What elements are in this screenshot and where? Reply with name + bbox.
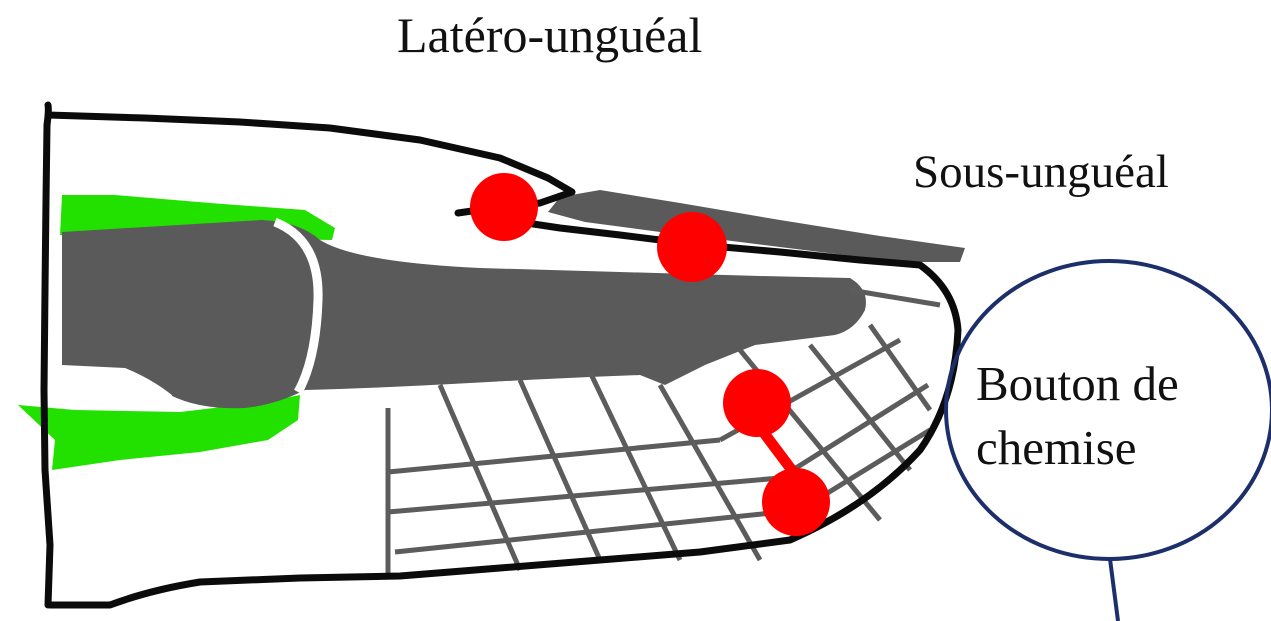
label-collar-button-line2: chemise [976,416,1271,480]
label-collar-button: Bouton de chemise [944,352,1271,479]
lesion-collar-button-upper [723,369,791,437]
lesion-lateral [470,173,538,241]
lesion-collar-button-lower [762,468,830,536]
label-lateral: Latéro-unguéal [397,10,702,60]
lesion-subungual [657,212,727,282]
label-collar-button-line1: Bouton de [976,352,1271,416]
callout-leader [1110,559,1118,621]
label-subungual: Sous-unguéal [913,149,1169,196]
flexor-tendon [18,395,300,470]
lesion-collar-button-neck [755,430,800,472]
